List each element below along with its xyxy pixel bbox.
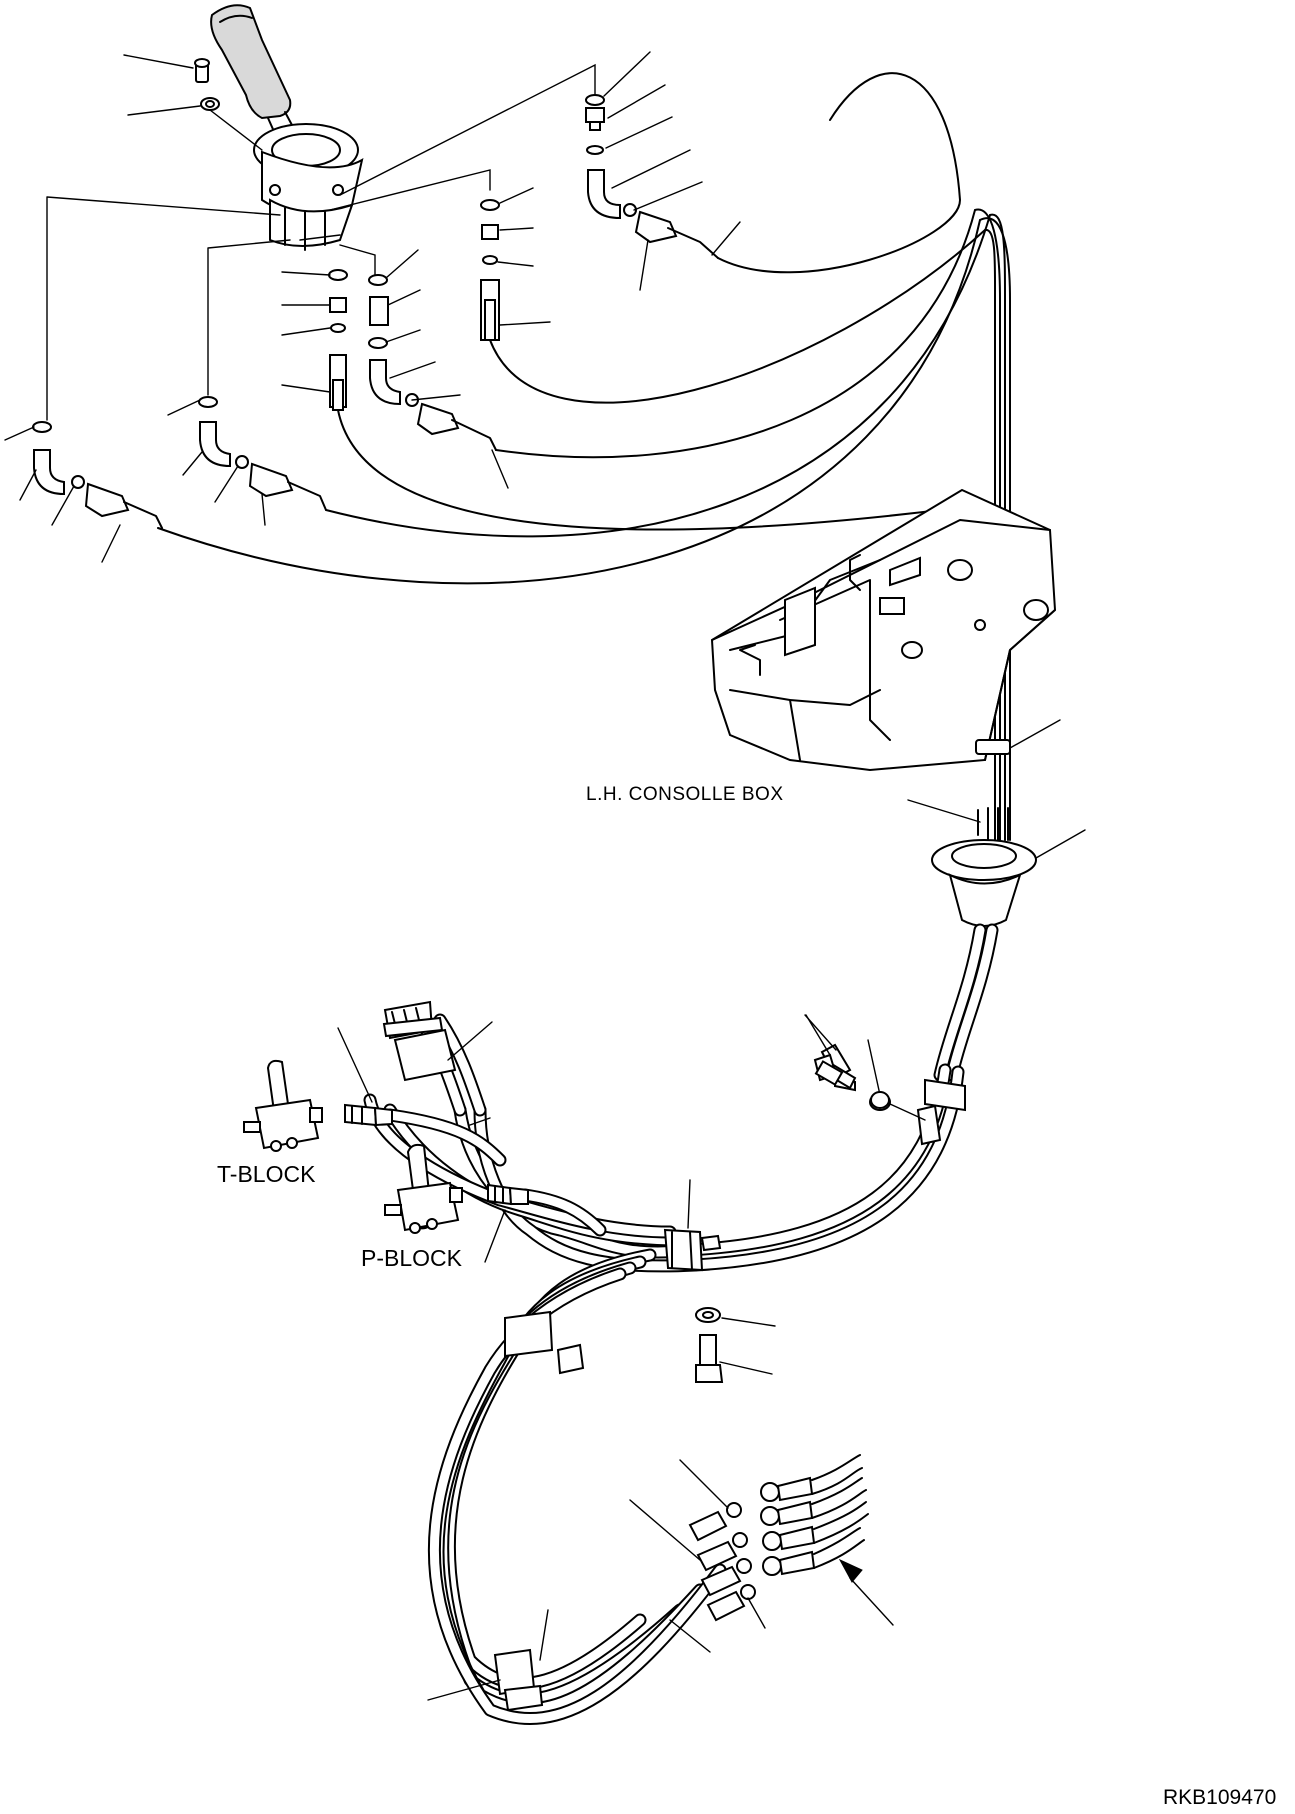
harness-branch-upper — [382, 1000, 493, 1126]
drawing-reference-number: RKB109470 — [1163, 1786, 1277, 1809]
loose-hose-ends — [760, 1454, 894, 1626]
pilot-hoses — [157, 72, 1011, 841]
fitting-stack-port-1 — [585, 51, 741, 291]
joystick-mount-bolt — [123, 54, 263, 151]
lh-console-box — [710, 488, 1057, 772]
p-block-label: P-BLOCK — [361, 1245, 462, 1271]
hose-clamp-bolt-right — [814, 1060, 844, 1086]
harness-clamp-y — [504, 1179, 722, 1375]
clamp-bolt-upper — [805, 1014, 890, 1109]
fitting-stack-port-3 — [368, 249, 509, 489]
joystick-port-leaders — [46, 63, 596, 421]
fitting-stack-port-6 — [4, 421, 163, 563]
console-box-label: L.H. CONSOLLE BOX — [586, 784, 784, 805]
fitting-stack-port-5 — [167, 396, 327, 526]
bundle-sleeve-lower — [427, 1609, 549, 1712]
hose-end-connectors — [629, 1459, 766, 1653]
t-block-label: T-BLOCK — [217, 1161, 316, 1187]
bundle-clamp-upper — [975, 719, 1061, 755]
p-block-hose — [484, 1183, 607, 1263]
fitting-stack-port-2 — [480, 187, 551, 341]
t-block-hose — [337, 1027, 507, 1167]
t-block — [243, 1059, 323, 1152]
joystick-lever — [210, 4, 364, 251]
p-block — [384, 1143, 463, 1234]
harness-clamp-bolt — [695, 1307, 776, 1383]
grommet — [907, 799, 1086, 927]
fitting-stack-port-4 — [281, 269, 348, 411]
